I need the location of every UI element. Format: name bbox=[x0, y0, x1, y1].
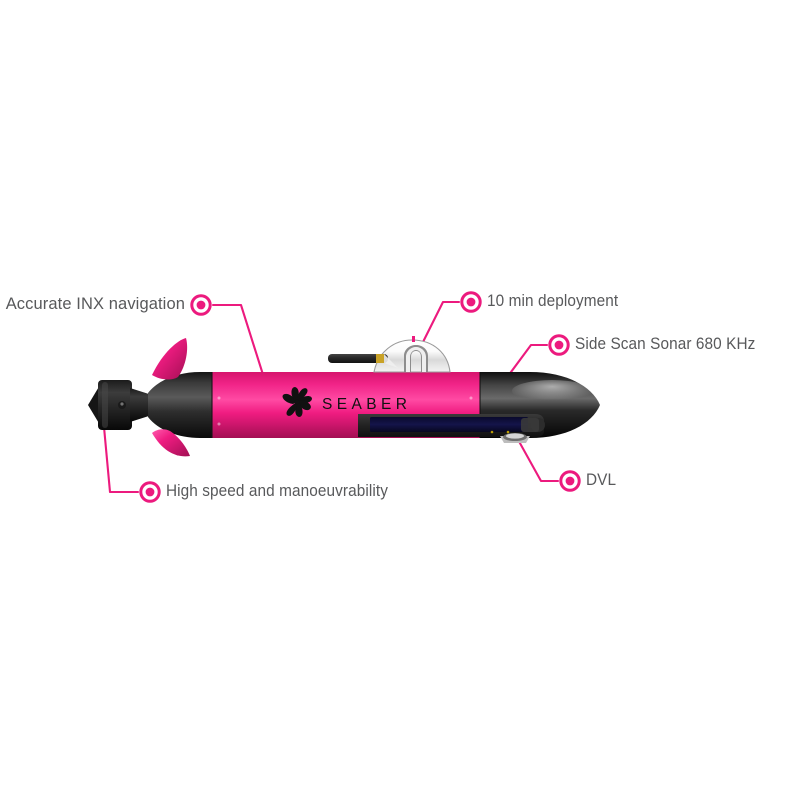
callout-label-side-scan-sonar: Side Scan Sonar 680 KHz bbox=[575, 335, 756, 353]
callout-label-ten-min-deployment: 10 min deployment bbox=[487, 292, 619, 310]
leader-line-ten-min-deployment bbox=[416, 300, 461, 354]
callout-label-dvl: DVL bbox=[586, 471, 617, 489]
callout-label-high-speed-manoeuvrability: High speed and manoeuvrability bbox=[166, 482, 389, 500]
propeller-pinwheel-icon bbox=[282, 387, 312, 417]
brand-logo: SEABER bbox=[282, 387, 411, 417]
tail-section bbox=[148, 372, 214, 438]
upper-fin bbox=[152, 338, 188, 380]
thruster-assembly bbox=[88, 380, 152, 430]
brand-wordmark: SEABER bbox=[322, 396, 411, 413]
callout-dots bbox=[139, 291, 581, 503]
dvl-sensor bbox=[500, 433, 530, 443]
callout-dot-dvl[interactable] bbox=[559, 470, 581, 492]
callout-dot-side-scan-sonar[interactable] bbox=[548, 334, 570, 356]
leader-line-dvl bbox=[514, 434, 560, 483]
dome-handle-module bbox=[373, 336, 451, 373]
auv-vehicle: SEABER bbox=[88, 336, 600, 457]
callout-dot-accurate-inx-navigation[interactable] bbox=[190, 294, 212, 316]
side-scan-sonar-panel bbox=[370, 417, 528, 432]
callout-dot-ten-min-deployment[interactable] bbox=[460, 291, 482, 313]
lower-fin bbox=[152, 429, 190, 457]
leader-line-accurate-inx-navigation bbox=[211, 303, 267, 383]
callout-dot-high-speed-manoeuvrability[interactable] bbox=[139, 481, 161, 503]
callout-label-accurate-inx-navigation: Accurate INX navigation bbox=[5, 295, 185, 313]
leader-line-high-speed-manoeuvrability bbox=[102, 425, 140, 494]
antenna-rod bbox=[328, 354, 398, 368]
callout-leader-lines bbox=[102, 300, 560, 494]
